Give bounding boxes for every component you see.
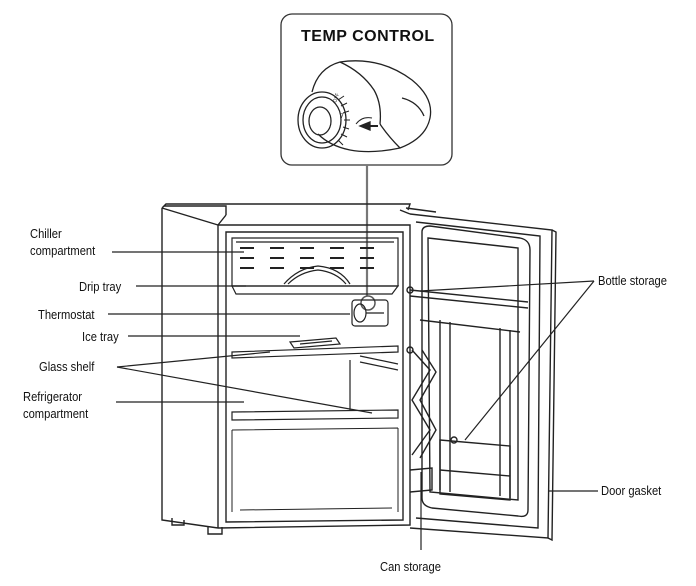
glass-shelf-upper (231, 345, 399, 359)
label-glass-shelf: Glass shelf (39, 359, 95, 374)
leader-bottle-a (419, 280, 595, 292)
label-ice-tray: Ice tray (82, 329, 119, 344)
label-drip-tray: Drip tray (79, 279, 122, 294)
drip-tray (231, 265, 400, 295)
leader-glass-shelf-a (116, 351, 271, 368)
callout-title: TEMP CONTROL (301, 28, 435, 45)
label-chiller-line2: compartment (30, 243, 96, 258)
dial-mark-seven: 7 (340, 113, 344, 120)
temp-control-knob (297, 60, 432, 153)
label-refrigerator-line2: compartment (23, 406, 89, 421)
label-bottle-storage: Bottle storage (598, 273, 667, 288)
leader-bottle-b (464, 280, 595, 441)
label-can-storage: Can storage (380, 559, 441, 574)
thermostat-highlight (360, 295, 376, 311)
inner-wall-line (231, 427, 399, 512)
fridge-door (399, 207, 557, 542)
label-refrigerator-line1: Refrigerator (23, 389, 83, 404)
glass-shelf-lower (231, 355, 399, 421)
label-thermostat: Thermostat (38, 307, 95, 322)
leader-glass-shelf-b (116, 366, 373, 414)
chiller-compartment (231, 237, 399, 287)
label-door-gasket: Door gasket (601, 483, 662, 498)
label-chiller-line1: Chiller (30, 226, 62, 241)
dial-mark-off: OFF (332, 92, 341, 103)
fridge-cabinet (161, 203, 411, 535)
thermostat-dial (351, 299, 389, 327)
ice-tray (288, 337, 342, 349)
leader-lines (108, 251, 598, 550)
